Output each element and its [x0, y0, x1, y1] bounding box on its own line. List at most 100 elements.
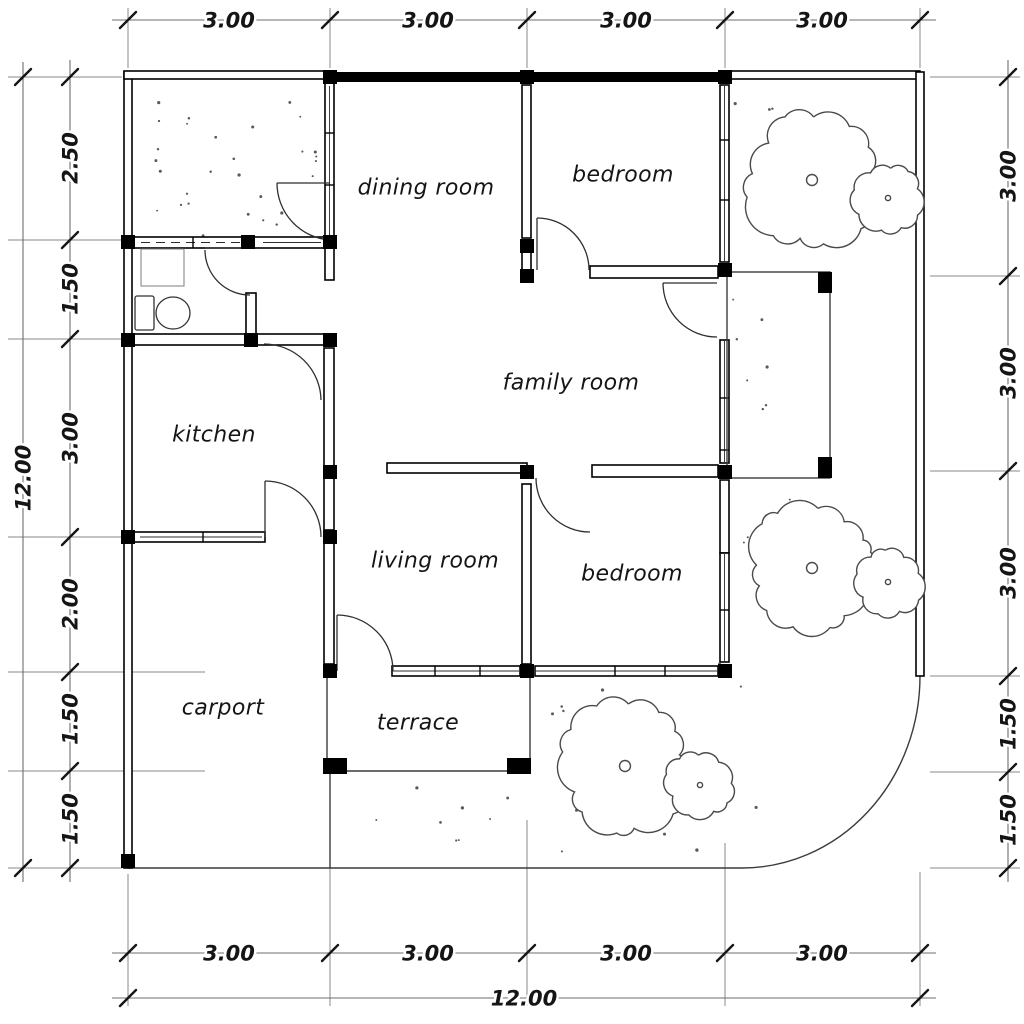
- dim-tick: [118, 988, 138, 1008]
- stipple-dot: [742, 541, 745, 544]
- dim-tick: [910, 943, 930, 963]
- dimension-ticks: [13, 10, 1018, 1008]
- column-block: [323, 70, 337, 84]
- stipple-dot: [739, 685, 742, 688]
- stipple-dot: [237, 173, 241, 177]
- stipple-dot: [156, 147, 160, 151]
- tree-trunk: [884, 194, 892, 202]
- dim-bottom-1: 3.00: [203, 941, 255, 965]
- column-block: [323, 530, 337, 544]
- tree-trunk: [884, 578, 892, 586]
- stipple-dot: [746, 536, 749, 539]
- tree-icon: [747, 499, 877, 638]
- extension-lines: [8, 8, 1020, 1006]
- wall-segment: [521, 84, 532, 239]
- stipple-dot: [280, 211, 284, 215]
- stipple-dot: [761, 407, 765, 411]
- dim-tick: [60, 662, 80, 682]
- stipple-dot: [259, 195, 263, 199]
- stipple-dot: [187, 202, 190, 205]
- tree-icon: [662, 751, 736, 821]
- stipple-dot: [560, 850, 563, 853]
- dim-tick: [517, 943, 537, 963]
- room-label-kitchen: kitchen: [172, 423, 256, 448]
- door-family-porch-arc: [662, 282, 718, 338]
- door-kitchen-hall-arc: [263, 343, 322, 401]
- column-block: [323, 333, 337, 347]
- porch-slab: [726, 271, 831, 479]
- stipple-dot: [457, 839, 460, 842]
- terrace-carport-lines: [326, 677, 531, 868]
- stipple-dot: [455, 839, 458, 842]
- windows: [140, 86, 730, 676]
- dim-left-total: 12.00: [11, 445, 35, 511]
- door-entry-garden-arc: [276, 182, 331, 241]
- dim-tick: [320, 10, 340, 30]
- porch-post: [818, 272, 832, 293]
- dim-left-4: 2.00: [58, 578, 82, 630]
- wall-segment: [719, 479, 730, 554]
- doors: [204, 182, 718, 672]
- toilet-icon: [134, 295, 191, 331]
- tree-icon: [742, 108, 877, 249]
- stipple-dot: [157, 100, 161, 105]
- stipple-dot: [760, 318, 764, 322]
- dim-right-1: 3.00: [996, 150, 1020, 202]
- wall-segment: [386, 462, 528, 474]
- tree-trunk: [696, 781, 704, 789]
- column-block: [520, 70, 534, 84]
- stipple-dot: [301, 150, 304, 153]
- dim-top-3: 3.00: [600, 8, 652, 32]
- columns: [121, 70, 832, 868]
- dim-tick: [60, 67, 80, 87]
- dim-tick: [998, 461, 1018, 481]
- column-block: [244, 333, 258, 347]
- door-bedroom-bottom-arc: [535, 477, 591, 533]
- dimension-labels: 3.00 3.00 3.00 3.00 3.00 3.00 3.00 3.00 …: [9, 6, 1023, 1013]
- tree-icon: [556, 696, 691, 837]
- stipple-dot: [187, 116, 191, 120]
- dim-right-2: 3.00: [996, 347, 1020, 399]
- dim-tick: [118, 943, 138, 963]
- dim-left-3: 3.00: [58, 412, 82, 464]
- room-label-dining: dining room: [358, 176, 495, 201]
- dim-tick: [998, 762, 1018, 782]
- stipple-dot: [733, 102, 737, 106]
- stipple-dot: [288, 100, 292, 104]
- tree-icon: [853, 547, 926, 619]
- column-block: [121, 530, 135, 544]
- dim-tick: [517, 10, 537, 30]
- stipple-dot: [185, 192, 189, 195]
- dim-tick: [715, 943, 735, 963]
- stipple-dot: [299, 115, 302, 118]
- wall-segment: [589, 265, 719, 279]
- column-block: [323, 465, 337, 479]
- dim-bottom-4: 3.00: [796, 941, 848, 965]
- dim-top-1: 3.00: [203, 8, 255, 32]
- terrace-post: [323, 758, 347, 774]
- stipple-dot: [275, 223, 278, 226]
- stipple-dot: [663, 832, 666, 836]
- column-block: [718, 70, 732, 84]
- dim-left-1: 2.50: [58, 132, 82, 184]
- column-block: [241, 235, 255, 249]
- stipple-dot: [158, 169, 162, 173]
- door-living-terrace-arc: [336, 614, 394, 672]
- stipple-dot: [375, 819, 378, 821]
- dim-tick: [60, 858, 80, 878]
- column-block: [520, 239, 534, 253]
- dim-tick: [118, 10, 138, 30]
- wall-segment: [123, 71, 133, 869]
- dim-left-2: 1.50: [58, 263, 82, 315]
- dim-tick: [13, 67, 33, 87]
- boundary-rounded-corner: [741, 675, 921, 869]
- dim-tick: [60, 761, 80, 781]
- stipple-dot: [768, 108, 771, 111]
- stipple-dot: [764, 403, 768, 407]
- column-block: [121, 333, 135, 347]
- dim-tick: [998, 266, 1018, 286]
- stipple-dot: [551, 712, 554, 716]
- stipple-dot: [771, 107, 774, 110]
- dimension-lines: [22, 19, 1009, 999]
- stipple-dot: [156, 209, 159, 212]
